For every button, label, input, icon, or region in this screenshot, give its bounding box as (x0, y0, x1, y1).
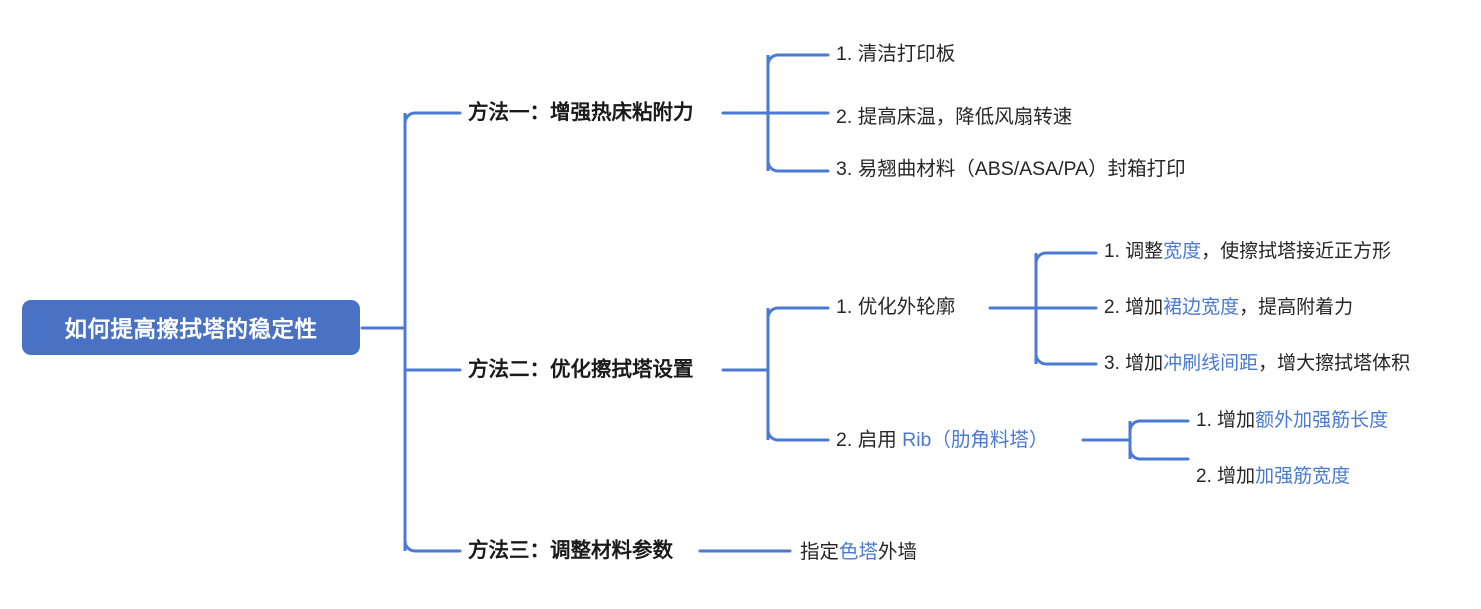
item-prefix: 3. (836, 158, 858, 180)
connector-b2c1-item-1 (1034, 251, 1098, 265)
item-highlight: 冲刷线间距 (1163, 353, 1259, 374)
branch-label-2[interactable]: 方法二：优化擦拭塔设置 (468, 358, 694, 381)
connector-to-branch-3 (403, 539, 462, 553)
item-prefix: 2. (1196, 466, 1218, 487)
connector-b2c2-item-1 (1128, 419, 1190, 433)
root-node[interactable]: 如何提高擦拭塔的稳定性 (22, 300, 360, 355)
item-text: 易翘曲材料（ABS/ASA/PA）封箱打印 (857, 158, 1186, 180)
item-prefix: 3. (1104, 353, 1126, 374)
branch2-child1-item-2[interactable]: 2. 增加裙边宽度，提高附着力 (1104, 296, 1353, 320)
connector-b1-child-1 (766, 53, 830, 67)
item-post: 外墙 (878, 541, 918, 563)
branch2-child1-item-1[interactable]: 1. 调整宽度，使擦拭塔接近正方形 (1104, 240, 1391, 264)
item-text: 提高床温，降低风扇转速 (857, 106, 1073, 128)
item-post: ，使擦拭塔接近正方形 (1201, 241, 1392, 262)
item-prefix: 1. (1196, 410, 1218, 431)
item-post: ，增大擦拭塔体积 (1258, 353, 1411, 374)
item-prefix: 2. (836, 106, 858, 128)
branch-label-3[interactable]: 方法三：调整材料参数 (468, 539, 673, 562)
connector-b2c1-item-3 (1034, 352, 1098, 366)
item-text: 清洁打印板 (857, 43, 956, 65)
item-prefix: 1. (836, 43, 858, 65)
item-highlight: Rib（肋角料塔） (902, 429, 1049, 451)
item-pre: 启用 (857, 429, 903, 451)
item-prefix: 2. (836, 429, 858, 451)
item-post: ，提高附着力 (1239, 297, 1354, 318)
item-pre: 增加 (1217, 466, 1256, 487)
item-pre: 调整 (1125, 241, 1164, 262)
branch2-child-1[interactable]: 1. 优化外轮廓 (836, 295, 955, 319)
connector-b2-child-1 (766, 306, 830, 320)
item-highlight: 加强筋宽度 (1255, 466, 1351, 487)
connector-to-branch-1 (403, 111, 462, 125)
branch1-child-2[interactable]: 2. 提高床温，降低风扇转速 (836, 105, 1072, 129)
item-highlight: 色塔 (839, 541, 879, 563)
branch-label-1[interactable]: 方法一：增强热床粘附力 (468, 101, 694, 124)
item-highlight: 宽度 (1163, 241, 1202, 262)
root-node-label: 如何提高擦拭塔的稳定性 (64, 316, 318, 342)
item-highlight: 裙边宽度 (1163, 297, 1240, 318)
item-pre: 指定 (800, 541, 840, 563)
branch2-child1-item-3[interactable]: 3. 增加冲刷线间距，增大擦拭塔体积 (1104, 352, 1410, 376)
item-prefix: 1. (1104, 241, 1126, 262)
item-text: 优化外轮廓 (857, 296, 956, 318)
connector-b1-child-3 (766, 159, 830, 173)
branch2-child2-item-2[interactable]: 2. 增加加强筋宽度 (1196, 465, 1350, 489)
branch2-child2-item-1[interactable]: 1. 增加额外加强筋长度 (1196, 409, 1388, 433)
item-prefix: 2. (1104, 297, 1126, 318)
item-pre: 增加 (1217, 410, 1256, 431)
branch2-child-2[interactable]: 2. 启用 Rib（肋角料塔） (836, 428, 1048, 452)
connector-b2-child-2 (766, 428, 830, 442)
branch1-child-1[interactable]: 1. 清洁打印板 (836, 42, 955, 66)
branch1-child-3[interactable]: 3. 易翘曲材料（ABS/ASA/PA）封箱打印 (836, 157, 1186, 181)
branch3-child-1[interactable]: 指定色塔外墙 (800, 540, 917, 564)
item-prefix: 1. (836, 296, 858, 318)
item-pre: 增加 (1125, 353, 1164, 374)
item-highlight: 额外加强筋长度 (1255, 410, 1389, 431)
item-pre: 增加 (1125, 297, 1164, 318)
connector-b2c2-item-2 (1128, 447, 1190, 461)
